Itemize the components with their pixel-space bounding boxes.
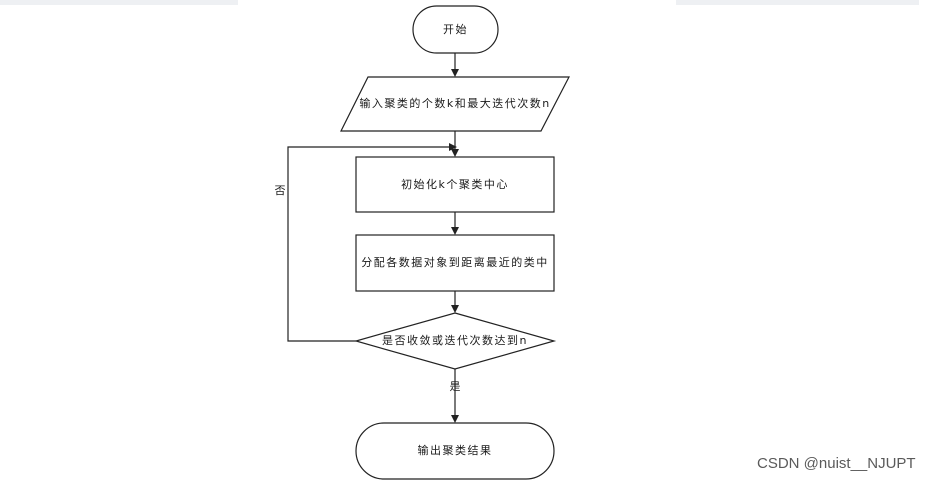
edge-init-to-assign bbox=[451, 212, 459, 235]
start-label: 开始 bbox=[443, 22, 468, 36]
decision-node: 是否收敛或迭代次数达到n bbox=[353, 312, 557, 370]
init-label: 初始化k个聚类中心 bbox=[401, 177, 509, 191]
output-label: 输出聚类结果 bbox=[418, 443, 493, 457]
output-node: 输出聚类结果 bbox=[355, 422, 555, 480]
edge-assign-to-decision bbox=[451, 291, 459, 313]
edge-input-to-init bbox=[451, 131, 459, 157]
decision-label: 是否收敛或迭代次数达到n bbox=[382, 333, 528, 347]
top-gray-strip-right bbox=[676, 0, 919, 5]
edge-loop-no bbox=[287, 143, 457, 342]
edge-decision-to-output-yes bbox=[451, 369, 459, 423]
edge-start-to-input bbox=[451, 53, 459, 77]
input-node: 输入聚类的个数k和最大迭代次数n bbox=[340, 76, 570, 132]
input-label: 输入聚类的个数k和最大迭代次数n bbox=[359, 96, 550, 110]
top-gray-strip-left bbox=[0, 0, 238, 5]
label-yes: 是 bbox=[450, 380, 461, 393]
start-node: 开始 bbox=[412, 5, 499, 54]
assign-node: 分配各数据对象到距离最近的类中 bbox=[355, 234, 555, 292]
assign-label: 分配各数据对象到距离最近的类中 bbox=[361, 255, 549, 269]
watermark-text: CSDN @nuist__NJUPT bbox=[757, 455, 916, 472]
label-no: 否 bbox=[275, 184, 286, 197]
init-node: 初始化k个聚类中心 bbox=[355, 156, 555, 213]
